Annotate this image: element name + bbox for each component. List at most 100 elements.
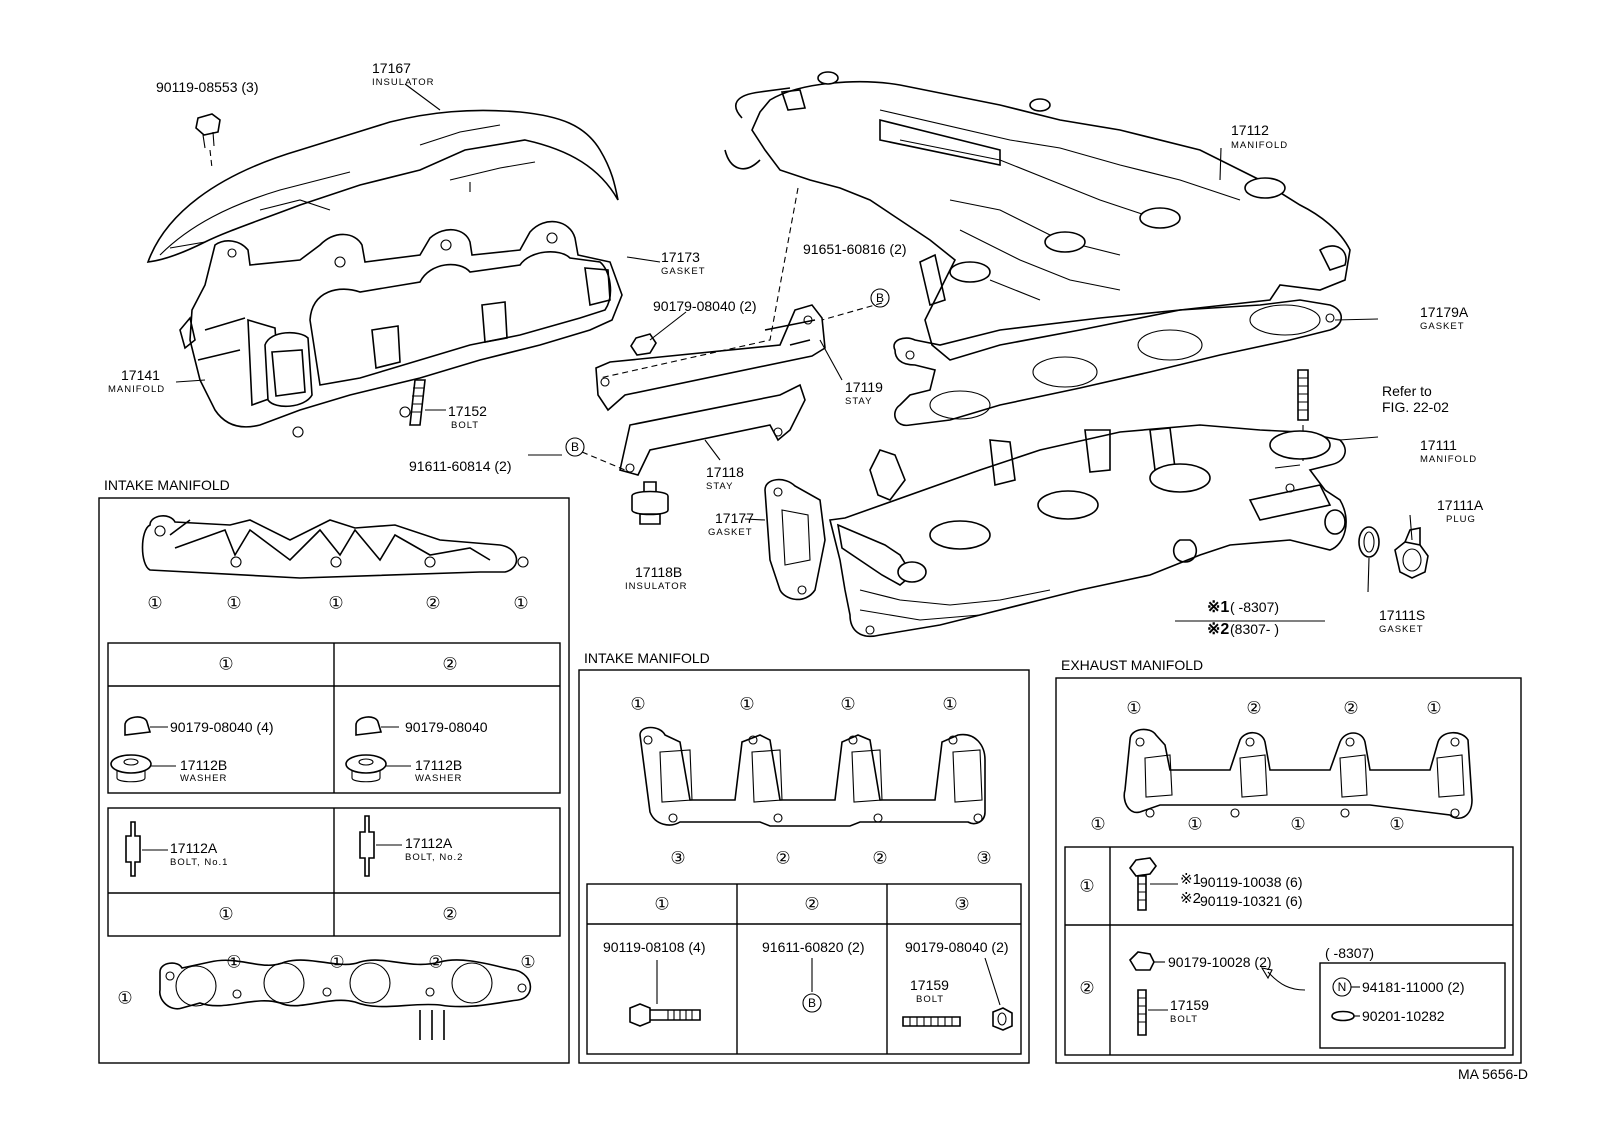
right-bottom-callout-1: ① (1090, 815, 1105, 834)
arrow-icon (1267, 971, 1306, 991)
bolt1-num: 17112A (170, 840, 218, 856)
mid-gasket-drawing (639, 726, 986, 827)
nut-icon (355, 716, 383, 736)
right-row1-label: ① (1079, 877, 1094, 896)
svg-text:B: B (876, 291, 884, 305)
label-17141-sub: MANIFOLD (108, 384, 165, 395)
right-sub-n-label: 94181-11000 (2) (1362, 979, 1464, 995)
left-table1-header-2: ② (442, 655, 457, 674)
left-top-callout-4: ② (425, 594, 440, 613)
right-top-callout-1: ① (1126, 699, 1141, 718)
left-top-callout-2: ① (226, 594, 241, 613)
mid-cell1-label: 90119-08108 (4) (603, 939, 705, 955)
mid-cell3-bolt-num: 17159 (910, 977, 949, 993)
mid-bottom-callout-3: ② (872, 849, 887, 868)
col2-washer-sub: WASHER (415, 773, 462, 784)
left-bottom-callout-4: ② (428, 953, 443, 972)
left-bottom-callout-1: ① (226, 953, 241, 972)
right-row2-nut-label: 90179-10028 (2) (1168, 954, 1272, 970)
mid-bottom-callouts: ③ ② ② ③ (670, 849, 991, 868)
label-17111-num: 17111 (1420, 437, 1457, 453)
mid-bottom-callout-2: ② (775, 849, 790, 868)
mid-top-callout-4: ① (942, 695, 957, 714)
stud-17152-icon (409, 379, 426, 426)
left-table1-header-1: ① (218, 655, 233, 674)
mid-table-header-2: ② (804, 895, 819, 914)
insulator-17118b-icon (631, 481, 669, 525)
figure-code: MA 5656-D (1458, 1066, 1528, 1082)
label-90179-08040: 90179-08040 (2) (653, 298, 757, 314)
label-17177-num: 17177 (715, 510, 754, 526)
right-top-callout-2: ② (1246, 699, 1261, 718)
left-panel-title: INTAKE MANIFOLD (104, 477, 230, 493)
note-1-text: ( -8307) (1230, 599, 1279, 615)
label-17118b-sub: INSULATOR (625, 581, 688, 592)
mid-table: ① ② ③ 90119-08108 (4) 91611-60820 (2) 90… (586, 883, 1022, 1055)
mid-top-callout-2: ① (739, 695, 754, 714)
mid-top-callouts: ① ① ① ① (630, 695, 957, 714)
right-row1-b-label: 90119-10321 (6) (1200, 893, 1302, 909)
right-row2-bolt-num: 17159 (1170, 997, 1209, 1013)
svg-text:B: B (808, 996, 816, 1010)
stay-17119-drawing (595, 304, 826, 412)
mid-top-callout-3: ① (840, 695, 855, 714)
mid-bottom-callout-4: ③ (976, 849, 991, 868)
gasket-17111s-icon (1358, 526, 1380, 558)
right-panel-title: EXHAUST MANIFOLD (1061, 657, 1203, 673)
label-17119-num: 17119 (845, 379, 883, 395)
exhaust-manifold-17141-drawing (179, 220, 623, 438)
bubble-b-upper: B (870, 288, 890, 308)
label-17119-sub: STAY (845, 396, 872, 407)
bolt-90119-08108-icon (629, 1003, 651, 1027)
col2-washer-num: 17112B (415, 757, 462, 773)
right-row1-b-mark: ※2 (1180, 890, 1201, 907)
bolt-90119-10038-icon (1129, 857, 1157, 877)
col1-nut-label: 90179-08040 (4) (170, 719, 274, 735)
right-panel-frame (1055, 677, 1522, 1064)
label-17177-sub: GASKET (708, 527, 753, 538)
right-table: ① ② ※1 90119-10038 (6) ※2 90119-10321 (6… (1064, 846, 1514, 1056)
label-17118b-num: 17118B (635, 564, 682, 580)
mid-table-header-3: ③ (954, 895, 969, 914)
label-refer-line1: Refer to (1382, 383, 1432, 399)
mid-panel-frame (578, 669, 1030, 1064)
note-2-text: (8307- ) (1230, 621, 1279, 637)
right-bottom-callout-2: ① (1187, 815, 1202, 834)
label-91651-60816: 91651-60816 (2) (803, 241, 907, 257)
right-row2-range: ( -8307) (1325, 945, 1374, 961)
mid-cell3-bolt-sub: BOLT (916, 994, 944, 1005)
right-row1-a-mark: ※1 (1180, 871, 1201, 888)
right-top-callout-3: ② (1343, 699, 1358, 718)
right-subbox (1319, 962, 1506, 1049)
intake-manifold-17112-drawing (724, 71, 1351, 361)
label-90119-08553: 90119-08553 (3) (156, 79, 258, 95)
stay-17118-drawing (619, 383, 806, 476)
gasket-17179a-drawing (893, 299, 1343, 427)
insulator-17167-drawing (146, 109, 619, 263)
nut-90179-10028-icon (1128, 951, 1155, 971)
gasket-17177-drawing (764, 478, 826, 601)
plug-17111a-icon (1394, 527, 1429, 579)
leader-lines (175, 83, 1413, 622)
note-2-mark: ※2 (1207, 621, 1229, 638)
left-panel-frame (98, 497, 570, 1064)
label-17173-num: 17173 (661, 249, 700, 265)
bolt2-sub: BOLT, No.2 (405, 852, 463, 863)
right-top-callout-4: ① (1426, 699, 1441, 718)
col1-washer-num: 17112B (180, 757, 227, 773)
washer-icon (345, 754, 387, 774)
right-bottom-callout-3: ① (1290, 815, 1305, 834)
label-17112-sub: MANIFOLD (1231, 140, 1288, 151)
label-17179a-num: 17179A (1420, 304, 1469, 320)
label-17111a-sub: PLUG (1446, 514, 1476, 525)
label-17173-sub: GASKET (661, 266, 706, 277)
stud-17159-right-icon (1137, 989, 1147, 1036)
label-17152-sub: BOLT (451, 420, 479, 431)
bubble-b-lower: B (565, 437, 585, 457)
left-table2-header-2: ② (442, 905, 457, 924)
right-row2-bolt-sub: BOLT (1170, 1014, 1198, 1025)
label-17167-sub: INSULATOR (372, 77, 435, 88)
left-intake-gasket-drawing (141, 515, 529, 579)
left-table-1: ① ② 90179-08040 (4) 90179-08040 17112B W… (107, 642, 561, 794)
label-17152-num: 17152 (448, 403, 487, 419)
